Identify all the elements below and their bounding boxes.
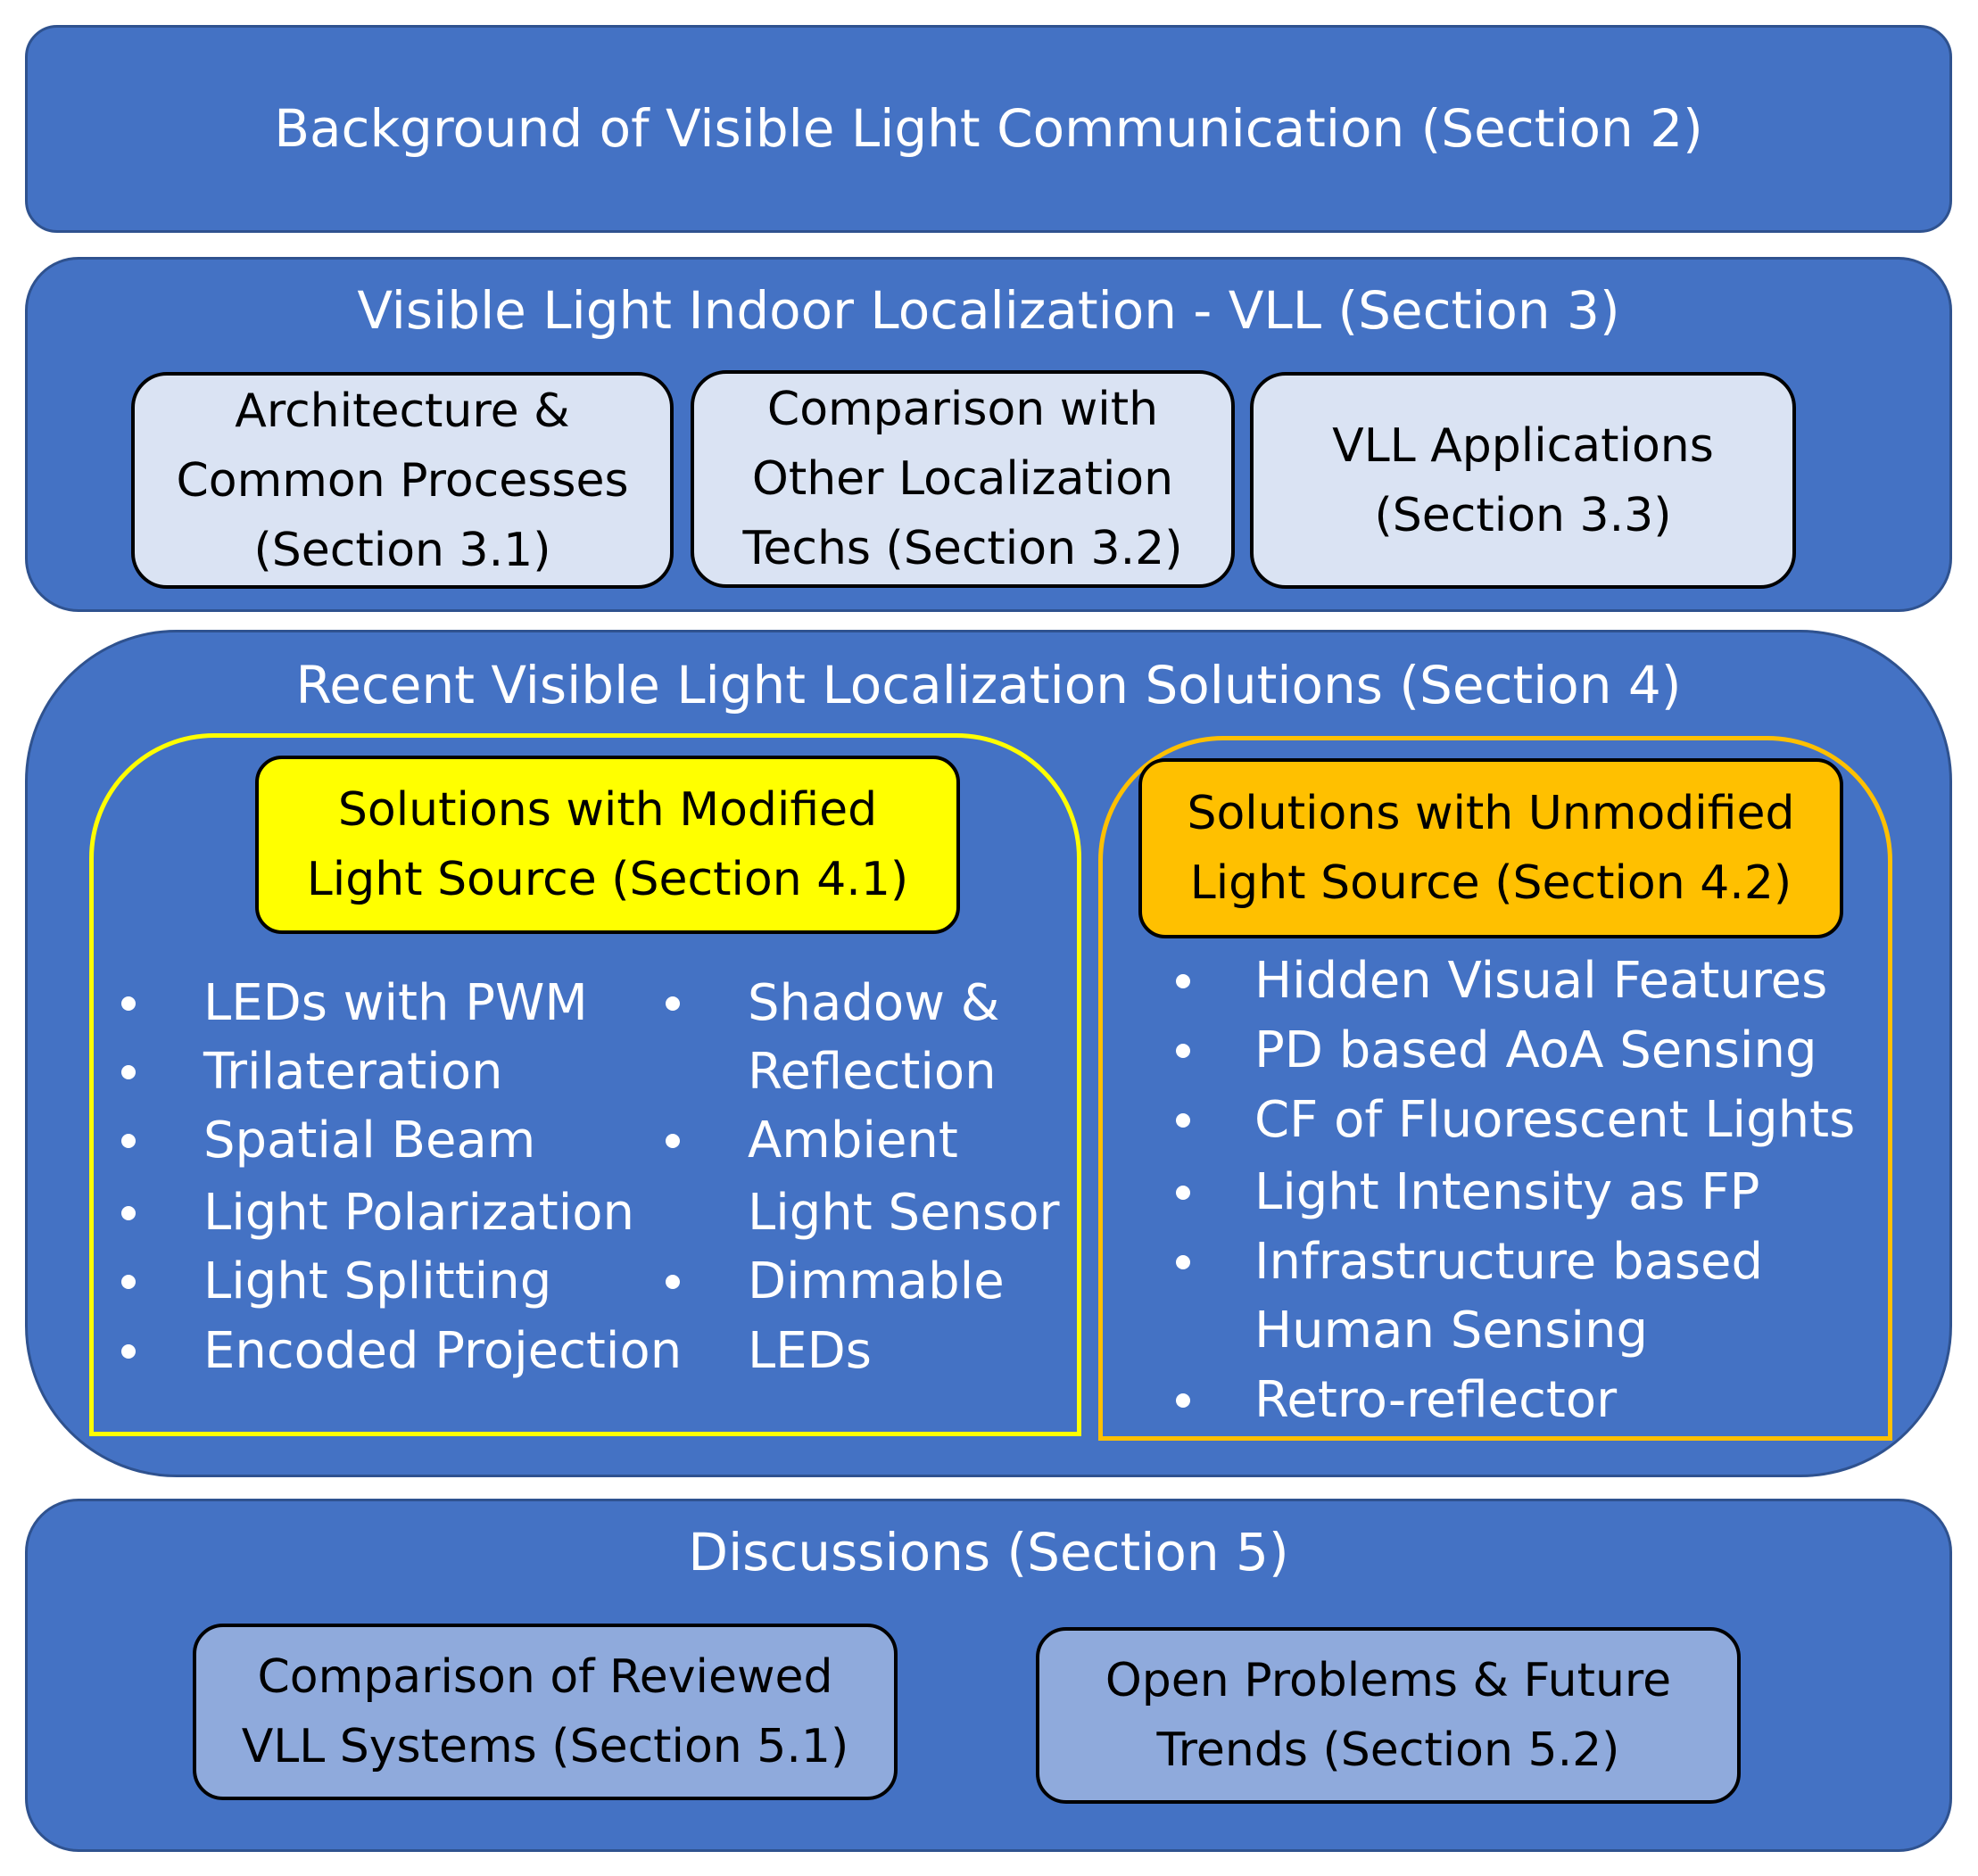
- bullet-dot: [1176, 1393, 1190, 1408]
- bullet-dot: [121, 996, 136, 1011]
- modified-item-label: Ambient: [748, 1112, 958, 1169]
- modified-item-label: Spatial Beam: [203, 1112, 536, 1169]
- open-problems-box: Open Problems & Future Trends (Section 5…: [1036, 1627, 1741, 1804]
- bullet-dot: [666, 1275, 680, 1289]
- bullet-dot: [1176, 974, 1190, 988]
- bullet-dot: [1176, 1255, 1190, 1269]
- section2-band: Background of Visible Light Communicatio…: [25, 25, 1952, 233]
- modified-solutions-frame: [89, 733, 1081, 1436]
- modified-solutions-header: Solutions with Modified Light Source (Se…: [255, 756, 960, 934]
- unmodified-item-label: Hidden Visual Features: [1254, 952, 1828, 1010]
- bullet-dot: [121, 1065, 136, 1079]
- unmodified-item-label: PD based AoA Sensing: [1254, 1021, 1817, 1079]
- modified-item-label: Reflection: [748, 1043, 997, 1101]
- bullet-dot: [121, 1275, 136, 1289]
- comparison-reviewed-box-label: Comparison of Reviewed VLL Systems (Sect…: [241, 1650, 849, 1773]
- comparison-box: Comparison with Other Localization Techs…: [691, 370, 1235, 588]
- unmodified-item-label: Infrastructure based: [1254, 1233, 1764, 1291]
- section5-title: Discussions (Section 5): [688, 1522, 1289, 1583]
- modified-item-label: LEDs: [748, 1322, 872, 1380]
- bullet-dot: [666, 996, 680, 1011]
- unmodified-solutions-header: Solutions with Unmodified Light Source (…: [1138, 758, 1843, 938]
- modified-item-label: Shadow &: [748, 974, 1000, 1032]
- section3-title: Visible Light Indoor Localization - VLL …: [357, 280, 1620, 341]
- modified-item-label: Trilateration: [203, 1043, 503, 1101]
- bullet-dot: [1176, 1044, 1190, 1058]
- bullet-dot: [1176, 1113, 1190, 1128]
- comparison-reviewed-box: Comparison of Reviewed VLL Systems (Sect…: [193, 1624, 898, 1800]
- unmodified-item-label: Retro-reflector: [1254, 1371, 1618, 1429]
- unmodified-solutions-frame: [1098, 736, 1892, 1441]
- modified-item-label: Light Splitting: [203, 1252, 552, 1310]
- bullet-dot: [1176, 1186, 1190, 1200]
- architecture-box-label: Architecture & Common Processes (Section…: [176, 384, 629, 577]
- modified-item-label: Encoded Projection: [203, 1322, 683, 1380]
- bullet-dot: [121, 1206, 136, 1220]
- comparison-box-label: Comparison with Other Localization Techs…: [742, 383, 1183, 575]
- architecture-box: Architecture & Common Processes (Section…: [131, 372, 674, 589]
- applications-box-label: VLL Applications (Section 3.3): [1332, 418, 1714, 542]
- unmodified-item-label: Human Sensing: [1254, 1302, 1649, 1359]
- open-problems-box-label: Open Problems & Future Trends (Section 5…: [1105, 1654, 1672, 1777]
- applications-box: VLL Applications (Section 3.3): [1250, 372, 1796, 589]
- modified-solutions-header-label: Solutions with Modified Light Source (Se…: [306, 783, 909, 906]
- unmodified-item-label: CF of Fluorescent Lights: [1254, 1091, 1856, 1149]
- section2-title: Background of Visible Light Communicatio…: [274, 98, 1703, 159]
- modified-item-label: LEDs with PWM: [203, 974, 588, 1032]
- bullet-dot: [121, 1344, 136, 1359]
- section4-title: Recent Visible Light Localization Soluti…: [295, 655, 1682, 715]
- unmodified-solutions-header-label: Solutions with Unmodified Light Source (…: [1187, 787, 1795, 910]
- unmodified-item-label: Light Intensity as FP: [1254, 1163, 1760, 1221]
- bullet-dot: [121, 1134, 136, 1148]
- modified-item-label: Light Polarization: [203, 1184, 635, 1242]
- modified-item-label: Light Sensor: [748, 1184, 1060, 1242]
- modified-item-label: Dimmable: [748, 1252, 1005, 1310]
- bullet-dot: [666, 1134, 680, 1148]
